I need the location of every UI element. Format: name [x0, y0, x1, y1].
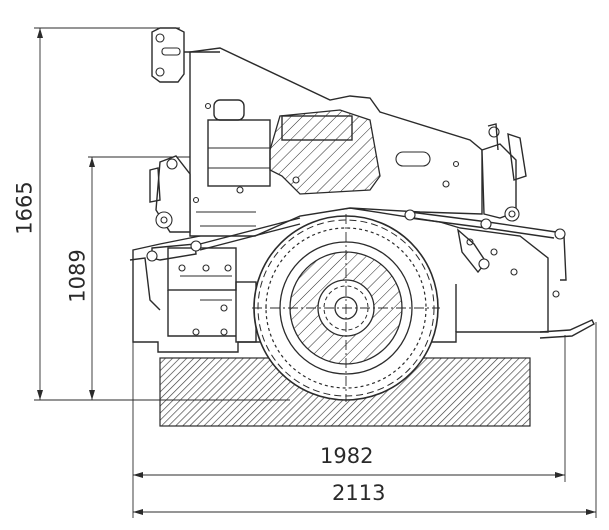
- left-arm-assembly: [146, 155, 301, 262]
- total-height-label: 1665: [12, 181, 37, 235]
- lift-height-label: 1089: [65, 249, 90, 303]
- drive-wheel: [252, 214, 440, 402]
- upper-frame: [151, 27, 483, 237]
- dimension-total-width: [133, 322, 597, 518]
- total-width-label: 2113: [332, 481, 386, 505]
- right-arm-assembly: [404, 123, 566, 274]
- dimension-total-height: [34, 27, 290, 401]
- dimension-inner-width: [132, 335, 566, 518]
- inner-width-label: 1982: [320, 444, 374, 468]
